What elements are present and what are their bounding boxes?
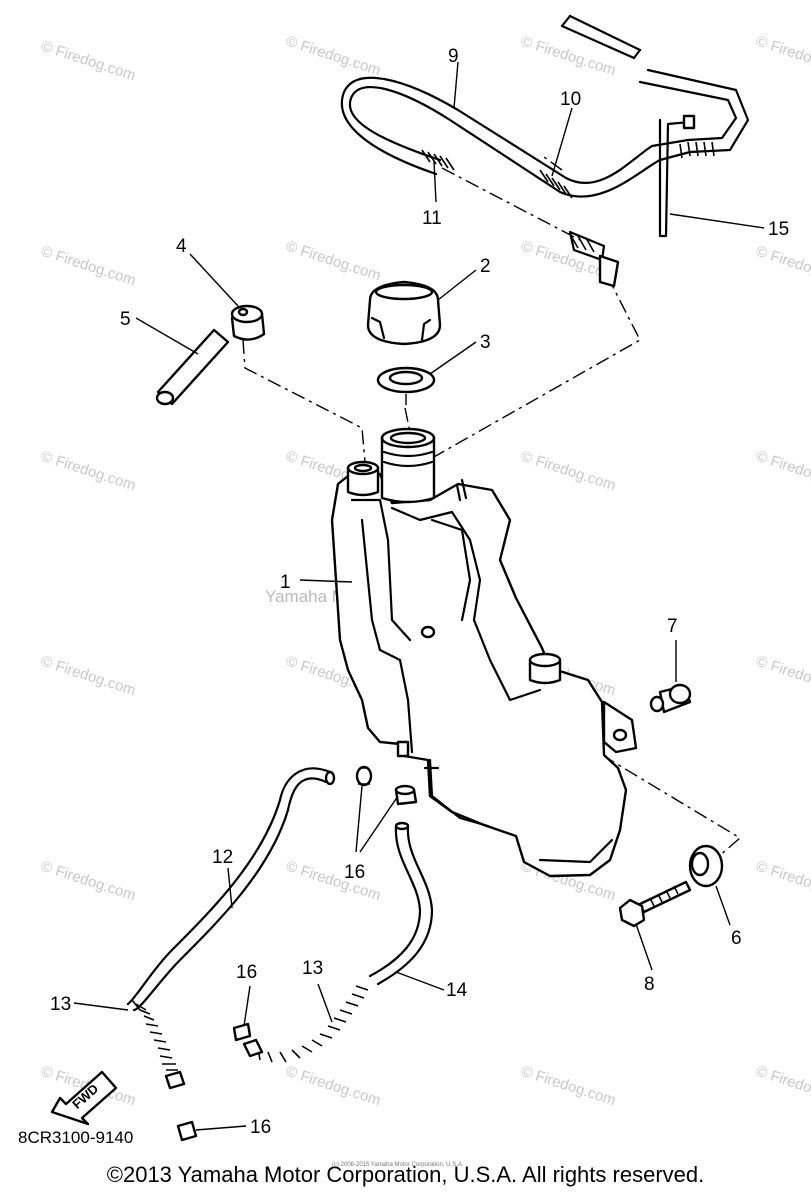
watermark: © Firedog.com (39, 858, 138, 905)
hose-clip (658, 114, 696, 238)
watermark: © Firedog.com (519, 33, 618, 80)
short-tube (155, 328, 230, 406)
callout-16: 16 (236, 962, 257, 983)
callout-16: 16 (344, 862, 365, 883)
watermark: © Firedog.com (39, 653, 138, 700)
hose-clamps (176, 765, 418, 1142)
callout-14: 14 (446, 980, 468, 1001)
watermark: © Firedog.com (284, 858, 383, 905)
callout-6: 6 (731, 928, 742, 949)
callout-10: 10 (560, 89, 581, 110)
callout-1: 1 (280, 572, 291, 593)
tiny-notice: (c) 2006-2015 Yamaha Motor Corporation, … (332, 1162, 464, 1168)
watermark: © Firedog.com (754, 1063, 811, 1110)
watermark: © Firedog.com (754, 33, 811, 80)
callout-11: 11 (422, 208, 442, 229)
reservoir-tank (330, 427, 638, 878)
bolt (618, 880, 692, 928)
callout-13: 13 (302, 958, 323, 979)
callout-8: 8 (644, 974, 655, 995)
fwd-arrow: FWD (50, 1070, 118, 1126)
watermark: © Firedog.com (39, 38, 138, 85)
watermark: © Firedog.com (519, 448, 618, 495)
callout-16: 16 (250, 1117, 271, 1138)
callout-13: 13 (50, 994, 71, 1015)
part-code: 8CR3100-9140 (18, 1128, 134, 1147)
watermark: © Firedog.com (754, 243, 811, 290)
gasket (376, 366, 436, 394)
grommet-large (688, 844, 724, 888)
radiator-cap (366, 280, 442, 346)
watermark: © Firedog.com (519, 1063, 618, 1110)
watermark: © Firedog.com (754, 653, 811, 700)
grommet-small (649, 683, 692, 714)
copyright-notice: ©2013 Yamaha Motor Corporation, U.S.A. A… (106, 1162, 705, 1187)
watermark: © Firedog.com (39, 448, 138, 495)
small-cap (230, 304, 266, 341)
watermark: © Firedog.com (754, 858, 811, 905)
breather-hose (340, 14, 750, 288)
callout-12: 12 (212, 847, 233, 868)
overflow-hose-upper (126, 767, 336, 1012)
watermark: © Firedog.com (39, 243, 138, 290)
callout-3: 3 (480, 332, 491, 353)
watermark: © Firedog.com (284, 33, 383, 80)
watermark: © Firedog.com (284, 238, 383, 285)
callout-7: 7 (667, 616, 678, 637)
callout-15: 15 (768, 219, 789, 240)
callout-5: 5 (120, 309, 131, 330)
watermark: © Firedog.com (754, 448, 811, 495)
callout-9: 9 (448, 46, 459, 67)
leader-lines (73, 61, 765, 1131)
callout-2: 2 (480, 256, 491, 277)
callout-numbers: 1 2 3 4 5 6 7 8 9 10 11 12 13 13 14 15 1… (50, 46, 789, 1138)
callout-4: 4 (176, 236, 187, 257)
overflow-hose-lower (368, 821, 434, 986)
watermark: © Firedog.com (284, 1063, 383, 1110)
